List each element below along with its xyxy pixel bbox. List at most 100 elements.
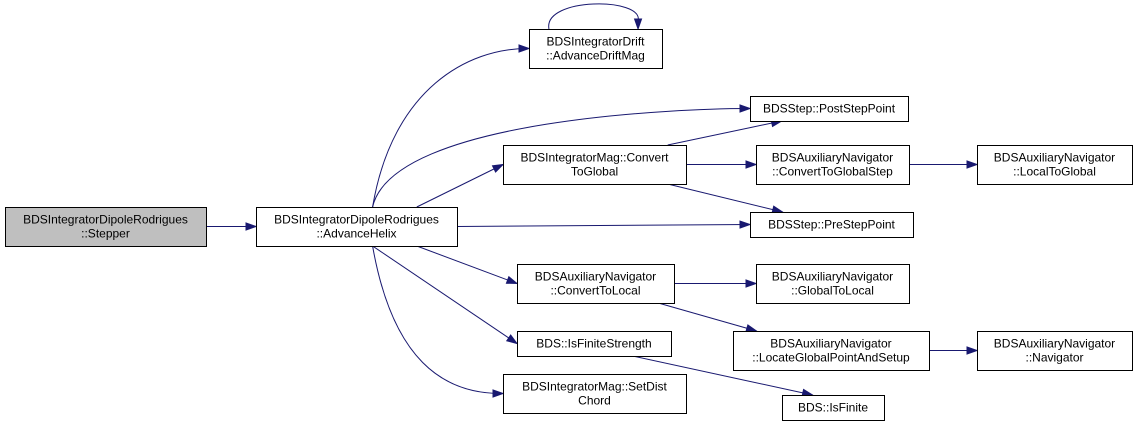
- node-is-finite-strength[interactable]: BDS::IsFiniteStrength: [517, 331, 672, 357]
- node-box: [733, 331, 930, 371]
- edges-layer: [206, 3, 979, 398]
- edge-advance-helix-to-set-dist-chord: [372, 245, 505, 398]
- edge-arrowhead: [739, 220, 752, 229]
- node-box: [529, 29, 663, 69]
- node-label-line: ::ConvertToGlobalStep: [772, 165, 893, 179]
- node-global-to-local[interactable]: BDSAuxiliaryNavigator::GlobalToLocal: [756, 264, 910, 304]
- edge-advance-helix-to-convert-to-local: [416, 245, 519, 285]
- node-label-line: BDSAuxiliaryNavigator: [770, 337, 891, 351]
- edge-line: [372, 48, 528, 208]
- node-label-line: BDSAuxiliaryNavigator: [994, 151, 1115, 165]
- node-convert-to-global[interactable]: BDSIntegratorMag::ConvertToGlobal: [503, 145, 687, 185]
- node-pre-step-point[interactable]: BDSStep::PreStepPoint: [750, 212, 914, 238]
- node-box: [503, 374, 687, 414]
- node-label-line: BDSIntegratorMag::Convert: [520, 151, 669, 165]
- node-label-line: ::ConvertToLocal: [550, 284, 640, 298]
- edge-line: [372, 108, 749, 208]
- node-label-line: ::AdvanceHelix: [316, 227, 396, 241]
- node-box: [977, 331, 1133, 371]
- node-post-step-point[interactable]: BDSStep::PostStepPoint: [750, 96, 909, 122]
- edge-arrowhead: [492, 389, 505, 398]
- node-label-line: BDSIntegratorDipoleRodrigues: [23, 213, 188, 227]
- node-box: [750, 212, 914, 238]
- node-label-line: BDSStep::PostStepPoint: [763, 102, 896, 116]
- edge-advance-helix-to-post-step-point: [372, 104, 752, 208]
- node-box: [5, 207, 207, 247]
- edge-arrowhead: [633, 18, 643, 31]
- node-convert-to-global-step[interactable]: BDSAuxiliaryNavigator::ConvertToGlobalSt…: [756, 145, 910, 185]
- node-label-line: BDSAuxiliaryNavigator: [535, 270, 656, 284]
- node-label-line: ::AdvanceDriftMag: [546, 49, 645, 63]
- edge-arrowhead: [505, 334, 519, 345]
- node-box: [750, 96, 909, 122]
- edge-line: [548, 3, 639, 30]
- edge-arrowhead: [491, 163, 505, 173]
- edge-convert-to-global-to-convert-to-global-step: [686, 160, 758, 169]
- edge-arrowhead: [518, 44, 531, 53]
- edge-advance-drift-mag-to-advance-drift-mag: [548, 3, 643, 31]
- node-convert-to-local[interactable]: BDSAuxiliaryNavigator::ConvertToLocal: [517, 264, 675, 304]
- edge-convert-to-global-to-pre-step-point: [667, 183, 785, 214]
- edge-advance-helix-to-convert-to-global: [416, 163, 505, 208]
- node-label-line: BDSStep::PreStepPoint: [768, 218, 895, 232]
- node-label-line: Chord: [578, 394, 611, 408]
- node-label-line: BDSIntegratorDipoleRodrigues: [274, 213, 439, 227]
- node-box: [517, 264, 675, 304]
- node-box: [503, 145, 687, 185]
- node-label-line: ::GlobalToLocal: [791, 284, 874, 298]
- edge-advance-helix-to-is-finite-strength: [372, 245, 519, 345]
- node-advance-helix[interactable]: BDSIntegratorDipoleRodrigues::AdvanceHel…: [256, 207, 458, 247]
- node-label-line: BDSAuxiliaryNavigator: [772, 270, 893, 284]
- node-label-line: BDSIntegratorDrift: [546, 35, 645, 49]
- edge-line: [372, 245, 502, 394]
- node-label-line: BDSAuxiliaryNavigator: [994, 337, 1115, 351]
- edge-line: [416, 245, 518, 284]
- node-local-to-global[interactable]: BDSAuxiliaryNavigator::LocalToGlobal: [977, 145, 1133, 185]
- node-label-line: ::Navigator: [1025, 351, 1083, 365]
- node-box: [517, 331, 672, 357]
- edge-line: [632, 355, 813, 396]
- node-label-line: BDSAuxiliaryNavigator: [772, 151, 893, 165]
- edge-arrowhead: [739, 104, 752, 113]
- edge-line: [416, 164, 504, 208]
- node-box: [756, 264, 910, 304]
- edge-line: [658, 302, 757, 332]
- edge-convert-to-global-to-post-step-point: [667, 119, 784, 146]
- node-locate-global-point[interactable]: BDSAuxiliaryNavigator::LocateGlobalPoint…: [733, 331, 930, 371]
- edge-line: [456, 224, 751, 227]
- node-label-line: ::LocateGlobalPointAndSetup: [752, 351, 910, 365]
- node-is-finite[interactable]: BDS::IsFinite: [782, 395, 885, 421]
- node-label-line: ToGlobal: [571, 165, 618, 179]
- edge-line: [667, 183, 783, 213]
- edge-line: [372, 245, 518, 344]
- node-label-line: BDS::IsFinite: [798, 401, 868, 415]
- edge-locate-global-point-to-navigator: [929, 346, 979, 355]
- edge-advance-helix-to-pre-step-point: [456, 220, 752, 229]
- node-box: [782, 395, 885, 421]
- node-navigator[interactable]: BDSAuxiliaryNavigator::Navigator: [977, 331, 1133, 371]
- edge-arrowhead: [745, 160, 758, 169]
- nodes-layer: BDSIntegratorDipoleRodrigues::StepperBDS…: [5, 29, 1133, 421]
- node-box: [977, 145, 1133, 185]
- edge-arrowhead: [966, 346, 979, 355]
- node-label-line: ::LocalToGlobal: [1013, 165, 1096, 179]
- edge-arrowhead: [505, 275, 519, 285]
- edge-convert-to-global-step-to-local-to-global: [909, 160, 979, 169]
- edge-arrowhead: [245, 222, 258, 231]
- edge-arrowhead: [966, 160, 979, 169]
- node-box: [256, 207, 458, 247]
- edge-advance-helix-to-advance-drift-mag: [372, 44, 531, 208]
- edge-line: [667, 120, 782, 146]
- edge-convert-to-local-to-global-to-local: [674, 279, 758, 288]
- node-box: [756, 145, 910, 185]
- edge-stepper-to-advance-helix: [206, 222, 258, 231]
- edge-arrowhead: [745, 324, 758, 333]
- node-label-line: ::Stepper: [81, 227, 130, 241]
- edge-arrowhead: [745, 279, 758, 288]
- node-advance-drift-mag[interactable]: BDSIntegratorDrift::AdvanceDriftMag: [529, 29, 663, 69]
- node-label-line: BDS::IsFiniteStrength: [536, 337, 651, 351]
- edge-convert-to-local-to-locate-global-point: [658, 302, 758, 333]
- node-stepper[interactable]: BDSIntegratorDipoleRodrigues::Stepper: [5, 207, 207, 247]
